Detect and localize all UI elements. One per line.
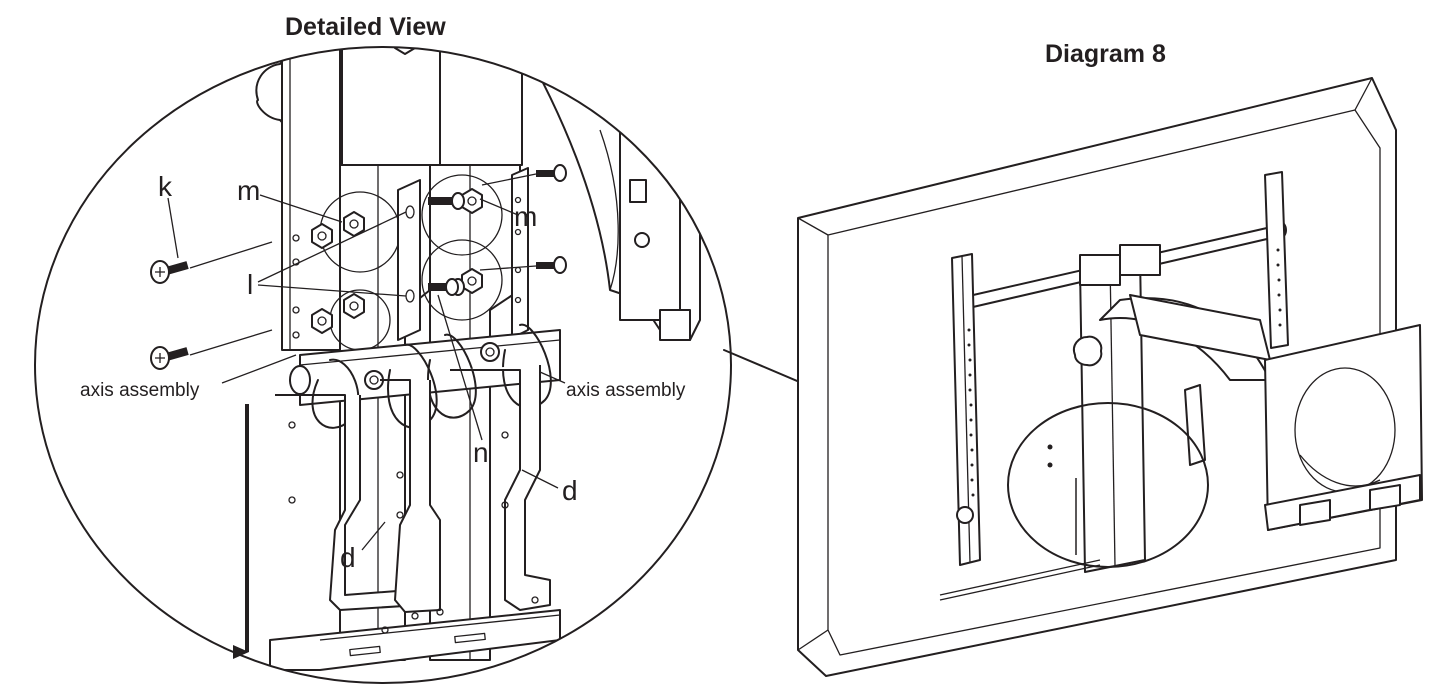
detailed-view: Detailed View k m m l n d d axis assembl…: [34, 13, 732, 684]
tilt-plate: [1264, 324, 1423, 531]
hex-nut-m-left: [343, 211, 365, 237]
diagram-title: Diagram 8: [1045, 40, 1166, 68]
label-l: l: [247, 269, 253, 300]
screw-k-lower: [150, 346, 189, 370]
overview-zoom-circle: [1007, 402, 1209, 568]
threaded-stud-upper: [428, 192, 465, 210]
hook-bracket-right: [450, 365, 551, 611]
label-d-left: d: [340, 542, 356, 573]
threaded-stud-lower: [428, 278, 465, 296]
knob-housing-right: [619, 109, 681, 321]
rail-left: [281, 47, 341, 351]
screw-right-lower: [536, 256, 567, 274]
screw-right-upper: [536, 164, 567, 182]
label-axis-assembly-left: axis assembly: [80, 380, 200, 401]
right-rail: [1264, 171, 1289, 349]
label-d-right: d: [562, 475, 578, 506]
diagram-8: Diagram 8: [797, 40, 1423, 677]
label-m-left: m: [237, 175, 260, 206]
detailed-view-title: Detailed View: [285, 13, 446, 41]
label-k: k: [158, 171, 173, 202]
label-axis-assembly-right: axis assembly: [566, 380, 686, 401]
detail-circle: [34, 46, 732, 684]
label-m-right: m: [514, 201, 537, 232]
label-n: n: [473, 437, 489, 468]
screw-k-upper: [150, 260, 189, 284]
